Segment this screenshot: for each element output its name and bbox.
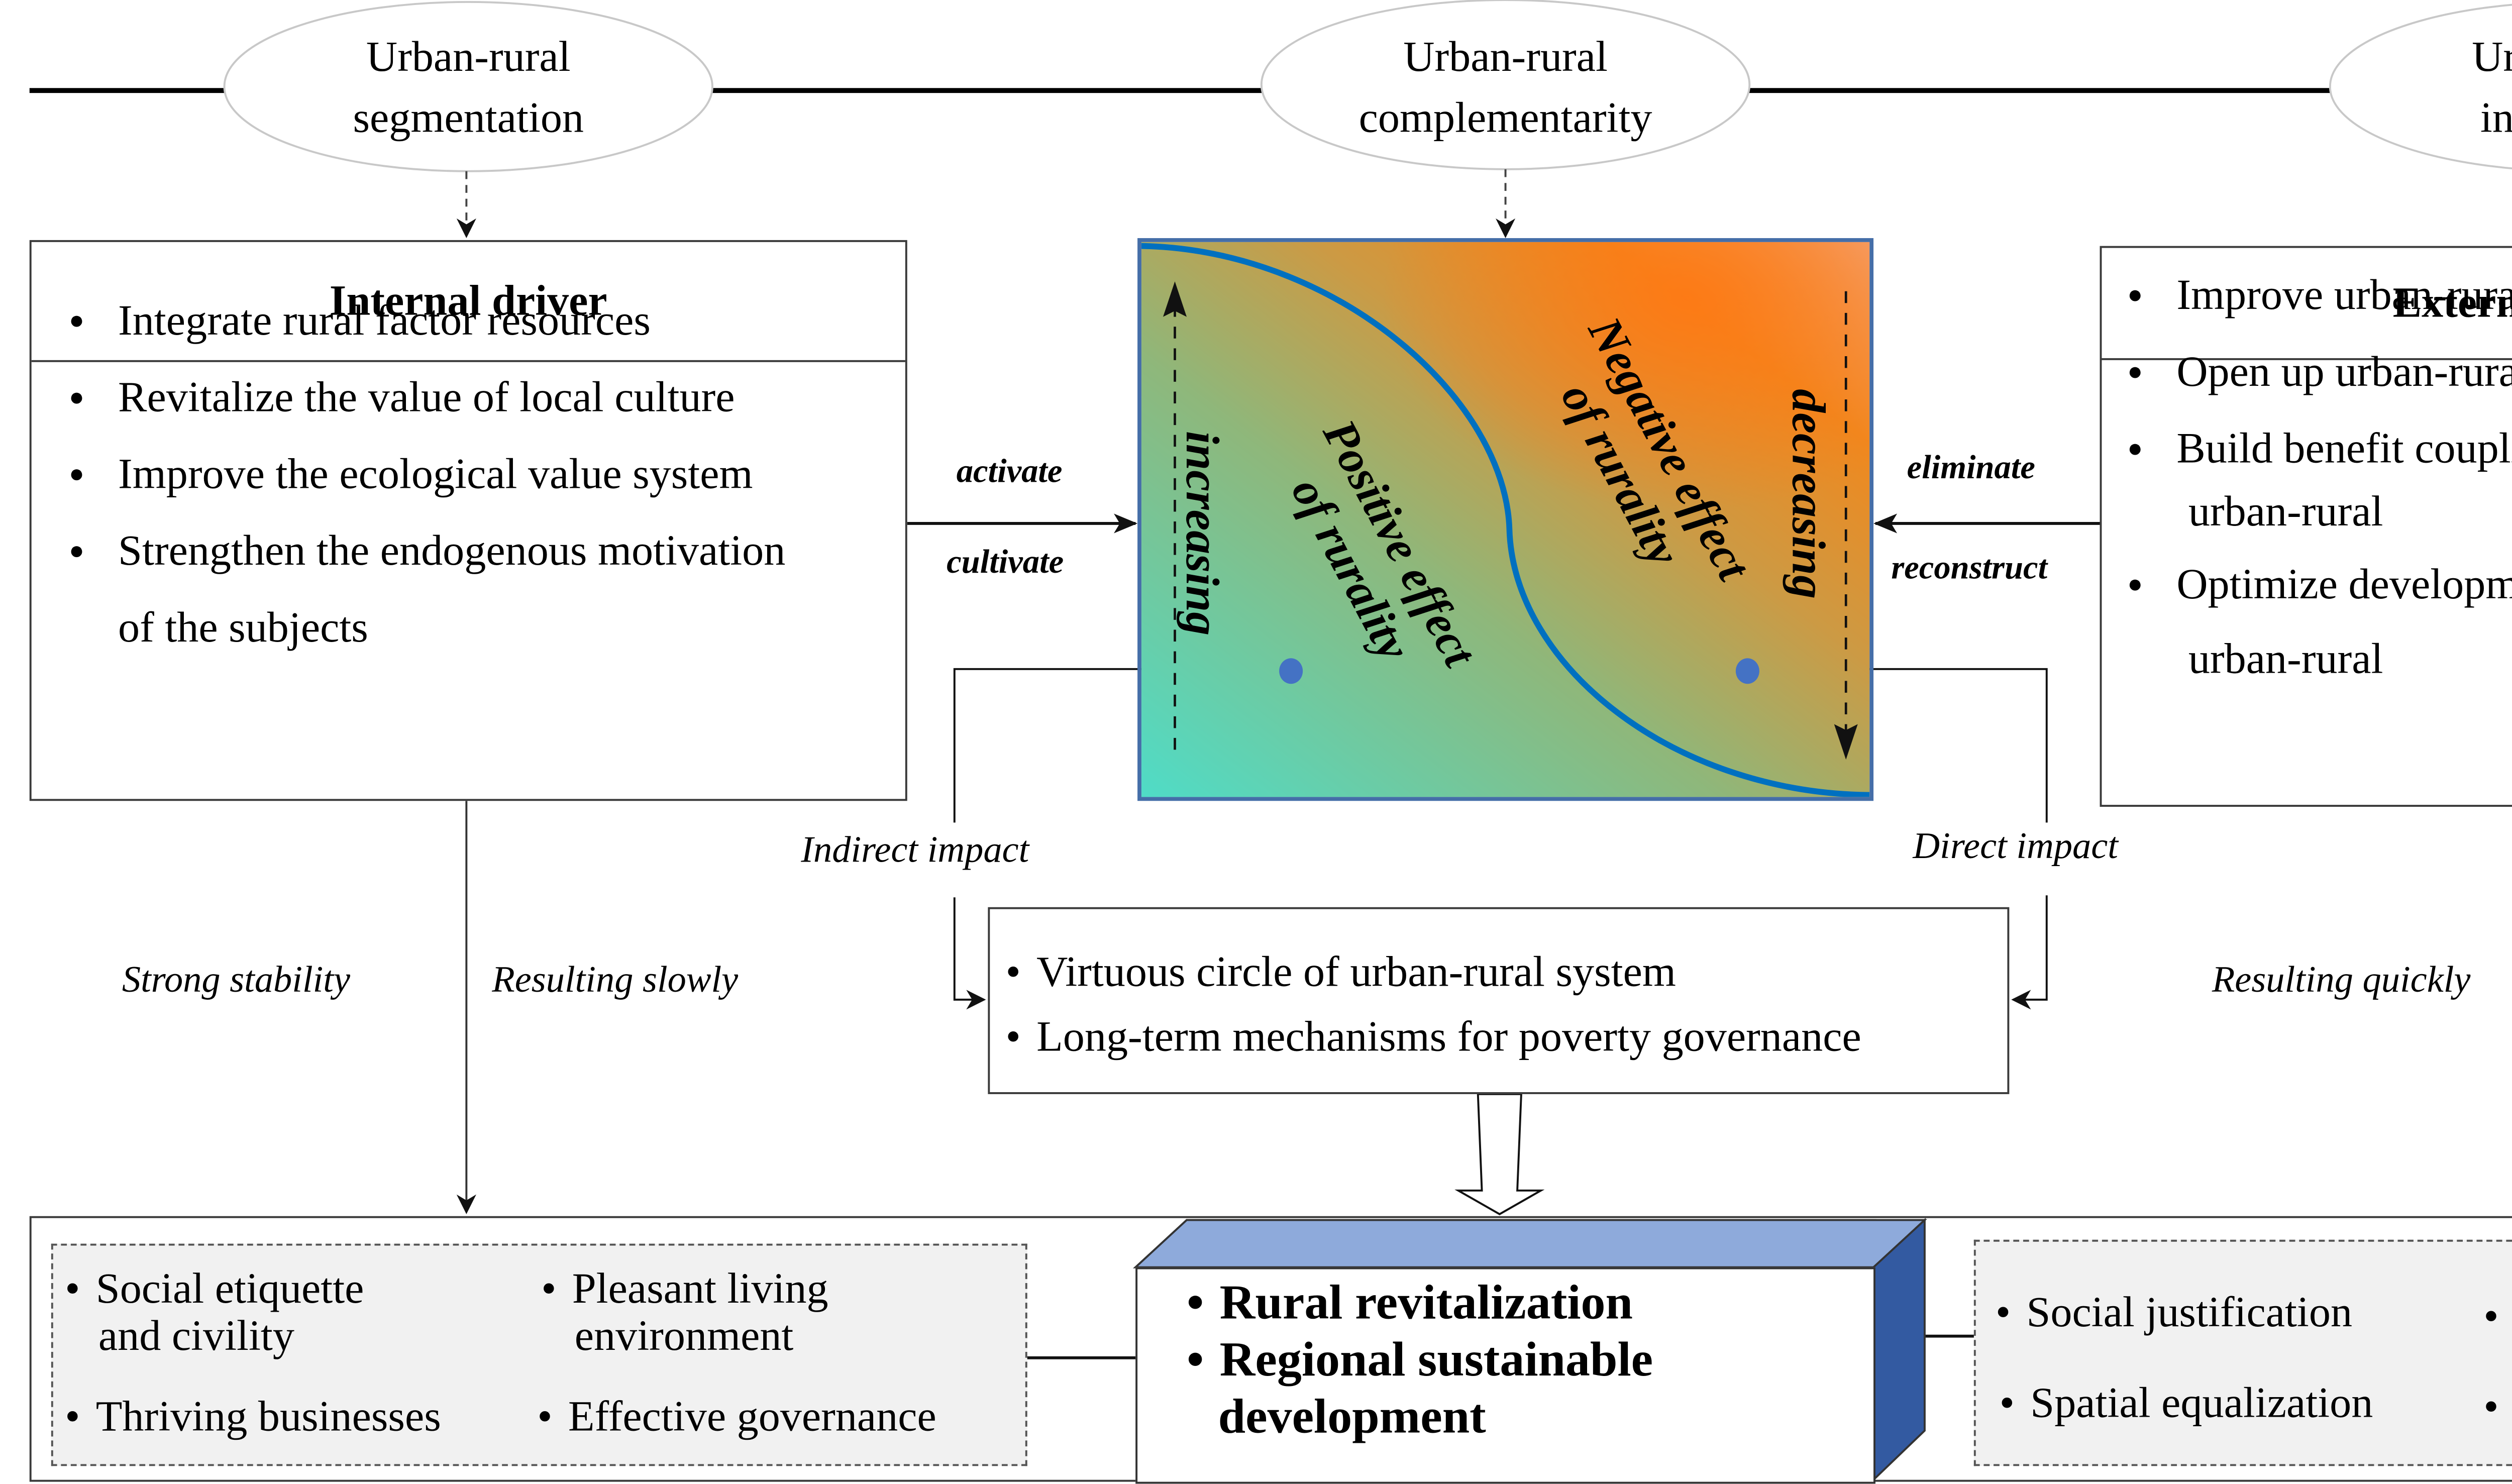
goal-text: Pleasant living (572, 1263, 828, 1313)
goal-item: •Natural ecologization (2483, 1291, 2512, 1340)
activate-label: activate (956, 452, 1063, 490)
indirect-impact-connector-bottom (953, 897, 986, 1010)
goal-item: • Effective governance (537, 1391, 936, 1441)
rurality-boundary-curve (1141, 243, 1870, 797)
resulting-slowly-label: Resulting slowly (492, 960, 739, 1002)
direct-impact-connector-bottom (2011, 895, 2048, 1010)
external-intervention-list: Improve urban-rural policy systems Open … (2127, 264, 2512, 710)
goal-item: • Spatial equalization (1999, 1377, 2373, 1427)
bullet-icon: • (541, 1263, 557, 1313)
bullet-icon: • (1005, 946, 1021, 996)
goal-text: Spatial equalization (2030, 1377, 2373, 1427)
bullet-icon: • (2483, 1291, 2499, 1340)
bullet-icon: • (1187, 1334, 1204, 1388)
stage-label-complementarity: Urban-rural complementarity (1270, 26, 1742, 148)
internal-driver-box: Internal driver Integrate rural factor r… (29, 240, 907, 801)
center-outcomes-list: • Virtuous circle of urban-rural system •… (1006, 938, 1861, 1069)
bullet-icon: • (65, 1391, 80, 1441)
decreasing-arrowhead-icon (1834, 724, 1858, 760)
core-box-side-face (1872, 1218, 1926, 1482)
list-item: Build benefit coupling mechanism for urba… (2127, 417, 2512, 543)
right-goals-box: •Social justification •Natural ecologiza… (1973, 1239, 2512, 1466)
list-item: Optimize development environment for urba… (2127, 547, 2512, 697)
resulting-quickly-label: Resulting quickly (2212, 960, 2471, 1002)
goal-text: Social justification (2026, 1287, 2353, 1336)
list-item-continuation: of the subjects (118, 602, 368, 652)
list-item-text: Long-term mechanisms for poverty governa… (1036, 1011, 1861, 1061)
core-goal-item: • Rural revitalization (1187, 1275, 1653, 1332)
list-item: Improve the ecological value system (69, 435, 785, 512)
goal-item: • Pleasant living environment (541, 1263, 828, 1360)
bullet-icon: • (65, 1263, 80, 1313)
center-outcomes-box: • Virtuous circle of urban-rural system •… (988, 907, 2010, 1094)
cultivate-label: cultivate (947, 543, 1064, 581)
core-goal-item: • Regional sustainable (1187, 1332, 1653, 1390)
core-goal-text: Rural revitalization (1219, 1277, 1633, 1330)
list-item-text: Open up urban-rural interaction channel (2176, 346, 2512, 396)
list-item: • Long-term mechanisms for poverty govern… (1006, 1004, 1861, 1069)
direct-impact-label: Direct impact (1909, 826, 2122, 870)
list-item-text: Build benefit coupling mechanism for (2176, 423, 2512, 473)
indirect-impact-label: Indirect impact (797, 830, 1033, 874)
stage-label-line: Urban-rural (366, 31, 571, 81)
list-item-text-continuation: urban-rural (2188, 633, 2383, 683)
rurality-effect-square: increasing decreasing Positive effect of… (1137, 238, 1874, 801)
left-goals-box: • Social etiquette and civility • Pleasant… (51, 1243, 1027, 1466)
bullet-icon: • (537, 1391, 553, 1441)
list-item: Strengthen the endogenous motivation (69, 511, 785, 588)
list-item: Improve urban-rural policy systems (2127, 264, 2512, 327)
list-item: Integrate rural factor resources (69, 281, 785, 358)
bullet-icon: • (1999, 1377, 2015, 1427)
core-goal-box: • Rural revitalization • Regional sustaina… (1135, 1267, 1875, 1484)
eliminate-label: eliminate (1907, 449, 2035, 486)
stage-label-segmentation: Urban-rural segmentation (232, 26, 704, 148)
stage-label-line: segmentation (353, 92, 584, 142)
stage-label-line: integration (2480, 92, 2512, 142)
positive-effect-dot (1279, 658, 1303, 684)
stage-label-line: complementarity (1358, 92, 1652, 142)
core-goal-item-continuation: development (1218, 1391, 1486, 1445)
bullet-icon: • (2483, 1381, 2499, 1431)
negative-effect-dot (1735, 658, 1759, 684)
reconstruct-label: reconstruct (1891, 549, 2048, 587)
bullet-icon: • (1005, 1011, 1021, 1061)
internal-driver-list: Integrate rural factor resources Revital… (69, 281, 785, 665)
list-item-text: Virtuous circle of urban-rural system (1036, 946, 1676, 996)
list-item: • Virtuous circle of urban-rural system (1006, 938, 1861, 1003)
increasing-arrowhead-icon (1163, 281, 1187, 317)
list-item-text: Improve urban-rural policy systems (2176, 269, 2512, 319)
list-item: Revitalize the value of local culture (69, 358, 785, 435)
goal-text: Effective governance (568, 1391, 936, 1441)
goal-text: Thriving businesses (95, 1391, 441, 1441)
stage-label-line: Urban-rural (1403, 31, 1608, 81)
goal-text-continuation: environment (574, 1310, 794, 1360)
goal-item: • Social etiquette and civility (65, 1263, 364, 1360)
list-item-text-continuation: urban-rural (2188, 486, 2383, 536)
goal-item: • Social justification (1995, 1287, 2353, 1336)
goal-text-continuation: and civility (98, 1310, 294, 1360)
core-goal-list: • Rural revitalization • Regional sustaina… (1187, 1275, 1653, 1446)
bullet-icon: • (1187, 1277, 1204, 1330)
goal-text: Social etiquette (95, 1263, 364, 1313)
hollow-down-arrow-icon (1454, 1093, 1545, 1216)
stage-ellipse-integration (2329, 4, 2512, 170)
list-item-text: Optimize development environment for (2176, 559, 2512, 608)
core-box-top-face-right (1133, 1219, 1927, 1268)
external-intervention-box: External intervention Improve urban-rura… (2100, 246, 2512, 807)
strong-stability-label: Strong stability (122, 960, 351, 1002)
goal-item: • Thriving businesses (65, 1391, 441, 1441)
stage-label-integration: Urban-rural integration (2338, 26, 2512, 148)
core-goal-text: Regional sustainable (1219, 1334, 1653, 1388)
goal-item: •Well-being of livelihoods (2483, 1381, 2512, 1431)
bullet-icon: • (1995, 1287, 2011, 1336)
stage-ellipse-segmentation (223, 1, 713, 172)
list-item: Open up urban-rural interaction channel (2127, 341, 2512, 403)
stage-label-line: Urban-rural (2472, 31, 2512, 81)
rurality-square-graphics (1141, 243, 1870, 797)
